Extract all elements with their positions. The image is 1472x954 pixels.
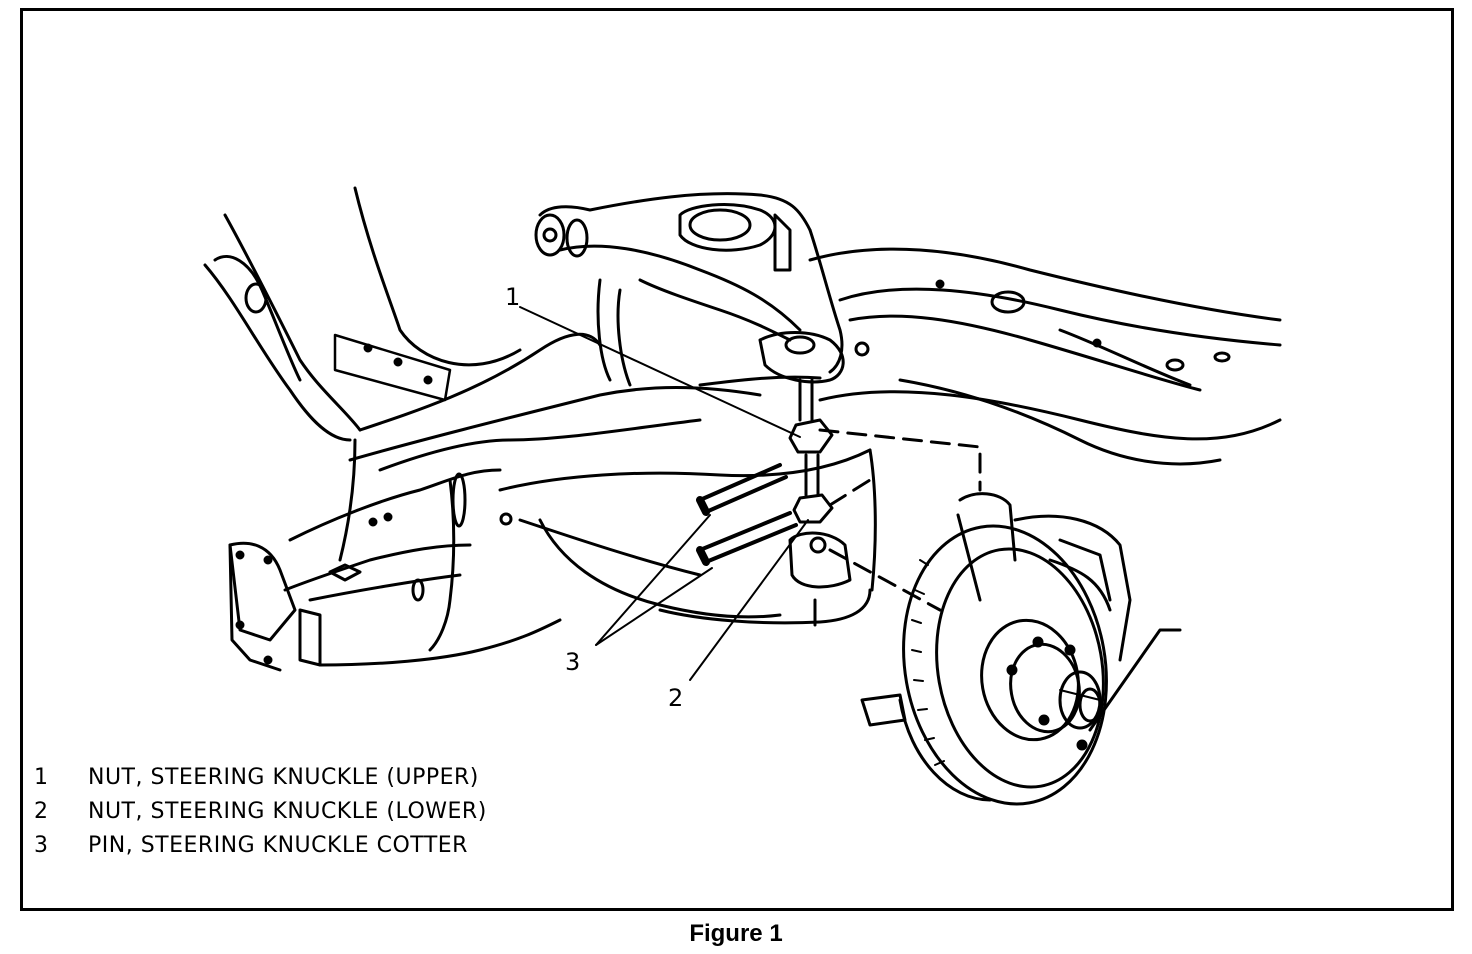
upper-control-arm xyxy=(534,192,870,387)
legend-item: 3 PIN, STEERING KNUCKLE COTTER xyxy=(34,828,487,862)
callout-2: 2 xyxy=(668,684,684,712)
right-frame-rail xyxy=(808,247,1282,466)
parts-legend: 1 NUT, STEERING KNUCKLE (UPPER) 2 NUT, S… xyxy=(34,760,487,862)
legend-number: 1 xyxy=(34,764,49,790)
cotter-pins xyxy=(696,463,798,566)
upper-ball-joint xyxy=(788,378,834,497)
lower-control-arm xyxy=(498,448,877,627)
front-crossmember xyxy=(228,332,762,672)
legend-text: NUT, STEERING KNUCKLE (UPPER) xyxy=(88,764,479,790)
figure-caption: Figure 1 xyxy=(689,920,783,947)
leader-lines xyxy=(519,306,809,681)
legend-number: 2 xyxy=(34,798,49,824)
left-frame-rail xyxy=(203,186,522,442)
callout-1: 1 xyxy=(505,283,521,311)
legend-item: 2 NUT, STEERING KNUCKLE (LOWER) xyxy=(34,794,487,828)
legend-number: 3 xyxy=(34,832,49,858)
legend-text: NUT, STEERING KNUCKLE (LOWER) xyxy=(88,798,487,824)
legend-item: 1 NUT, STEERING KNUCKLE (UPPER) xyxy=(34,760,487,794)
legend-text: PIN, STEERING KNUCKLE COTTER xyxy=(88,832,468,858)
figure-frame xyxy=(20,8,1454,911)
lower-ball-joint xyxy=(792,493,834,524)
steering-knuckle-rotor xyxy=(860,492,1182,806)
callout-3: 3 xyxy=(565,648,581,676)
assembly-guides xyxy=(818,428,982,612)
